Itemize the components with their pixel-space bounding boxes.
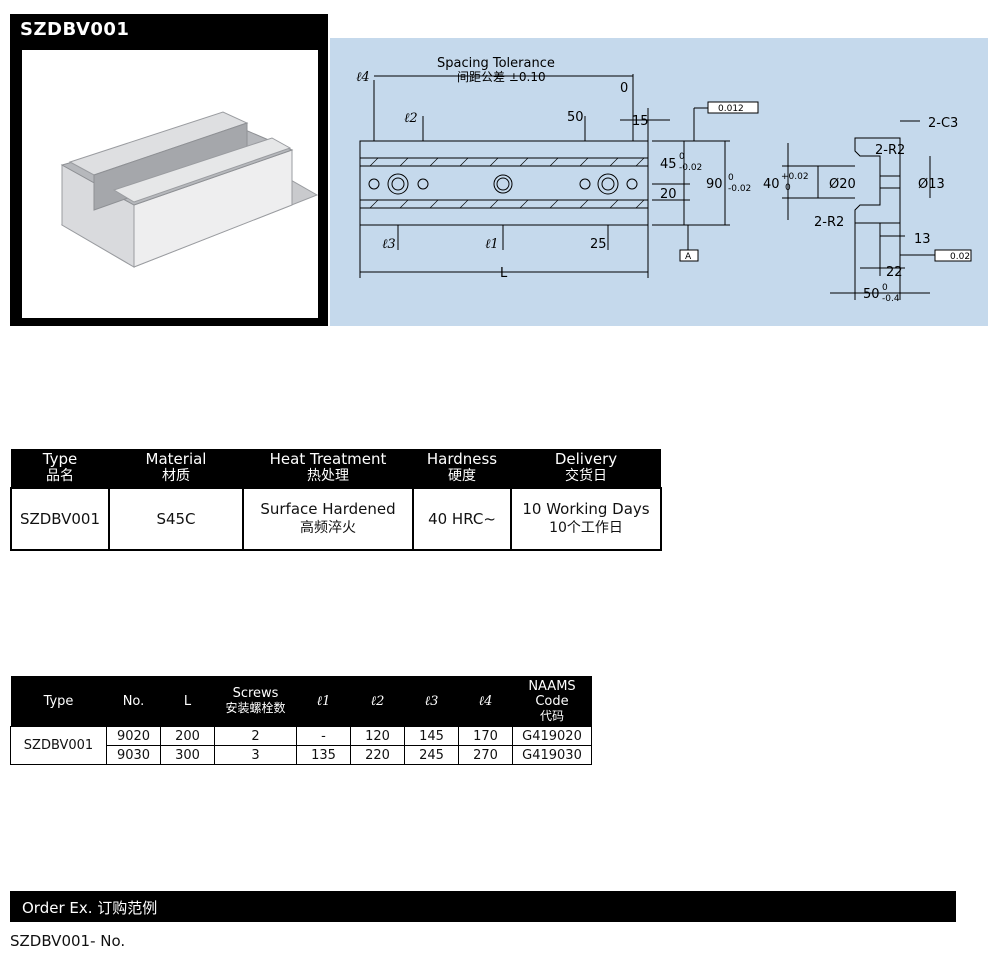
dim-15: 15 bbox=[632, 114, 649, 129]
size-header-l3: ℓ3 bbox=[404, 676, 459, 727]
size-l2: 120 bbox=[350, 726, 405, 746]
spec-material: S45C bbox=[108, 487, 244, 551]
dim-50-side: 50 bbox=[863, 287, 880, 302]
size-code: G419020 bbox=[512, 726, 592, 746]
table-row: 9030 300 3 135 220 245 270 G419030 bbox=[11, 745, 592, 765]
size-header-l4: ℓ4 bbox=[458, 676, 513, 727]
dim-22: 22 bbox=[886, 265, 903, 280]
dim-25: 25 bbox=[590, 237, 607, 252]
size-l4: 170 bbox=[458, 726, 513, 746]
size-l3: 145 bbox=[404, 726, 459, 746]
dim-50-side-tol-top: 0 bbox=[882, 283, 888, 293]
dim-45: 45 bbox=[660, 157, 677, 172]
radius-top-label: 2-R2 bbox=[875, 143, 905, 158]
fcf-parallel-value: 0.012 bbox=[718, 104, 744, 114]
dim-L: L bbox=[500, 266, 508, 281]
technical-drawing-panel bbox=[330, 38, 988, 326]
spec-type: SZDBV001 bbox=[10, 487, 110, 551]
size-type: SZDBV001 bbox=[10, 726, 107, 765]
dim-40-tol-bot: 0 bbox=[785, 183, 791, 193]
size-screws: 3 bbox=[214, 745, 297, 765]
order-example-text: SZDBV001- No. bbox=[10, 932, 126, 950]
dim-phi20: Ø20 bbox=[829, 177, 856, 192]
radius-bottom-label: 2-R2 bbox=[814, 215, 844, 230]
order-example-bar bbox=[10, 891, 956, 922]
size-L: 300 bbox=[160, 745, 215, 765]
order-example-label: Order Ex. 订购范例 bbox=[22, 899, 158, 917]
size-screws: 2 bbox=[214, 726, 297, 746]
fcf-perp-value: 0.02 bbox=[950, 252, 970, 262]
dim-45-tol-top: 0 bbox=[679, 152, 685, 162]
spec-hardness: 40 HRC~ bbox=[412, 487, 512, 551]
rail-body-outline bbox=[359, 140, 649, 226]
dim-l1: ℓ1 bbox=[485, 237, 499, 252]
dim-45-tol-bot: -0.02 bbox=[679, 163, 702, 173]
dim-zero: 0 bbox=[620, 81, 628, 96]
dim-40-tol-top: +0.02 bbox=[781, 172, 809, 182]
technical-drawing: Spacing Tolerance 间距公差 ±0.10 ℓ4 0 ℓ2 50 … bbox=[356, 56, 972, 304]
dim-l4: ℓ4 bbox=[356, 70, 370, 85]
dim-90-tol-bot: -0.02 bbox=[728, 184, 751, 194]
dim-13: 13 bbox=[914, 232, 931, 247]
table-row: SZDBV001 9020 200 2 - 120 145 170 G41902… bbox=[10, 726, 592, 765]
dim-l2: ℓ2 bbox=[404, 111, 418, 126]
spacing-tolerance-zh: 间距公差 ±0.10 bbox=[457, 70, 546, 84]
side-view-outline bbox=[854, 137, 901, 224]
size-no: 9020 bbox=[106, 726, 161, 746]
size-l1: - bbox=[296, 726, 351, 746]
dim-phi13: Ø13 bbox=[918, 177, 945, 192]
size-l1: 135 bbox=[296, 745, 351, 765]
chamfer-label: 2-C3 bbox=[928, 116, 958, 131]
size-l2: 220 bbox=[350, 745, 405, 765]
size-l4: 270 bbox=[458, 745, 513, 765]
product-photo bbox=[60, 111, 318, 268]
dim-40: 40 bbox=[763, 177, 780, 192]
size-l3: 245 bbox=[404, 745, 459, 765]
size-header-l2: ℓ2 bbox=[350, 676, 405, 727]
dim-l3: ℓ3 bbox=[382, 237, 396, 252]
datum-a-label: A bbox=[685, 252, 692, 262]
spacing-tolerance-en: Spacing Tolerance bbox=[437, 56, 555, 71]
size-header-type: Type bbox=[10, 676, 107, 727]
size-code: G419030 bbox=[512, 745, 592, 765]
size-no: 9030 bbox=[106, 745, 161, 765]
dim-90: 90 bbox=[706, 177, 723, 192]
size-header-no: No. bbox=[106, 676, 161, 727]
dim-90-tol-top: 0 bbox=[728, 173, 734, 183]
size-header-l1: ℓ1 bbox=[296, 676, 351, 727]
size-header-L: L bbox=[160, 676, 215, 727]
dim-50: 50 bbox=[567, 110, 584, 125]
size-L: 200 bbox=[160, 726, 215, 746]
product-title: SZDBV001 bbox=[20, 19, 130, 40]
dim-50-side-tol-bot: -0.4 bbox=[882, 294, 900, 304]
dim-20: 20 bbox=[660, 187, 677, 202]
